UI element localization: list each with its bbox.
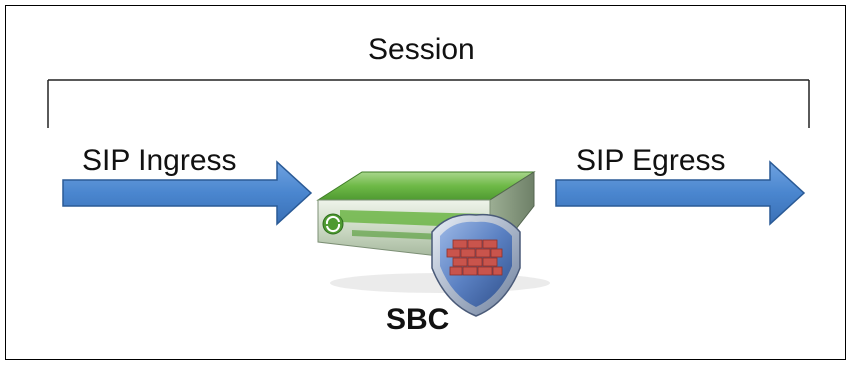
ingress-arrow <box>62 160 313 226</box>
session-bracket <box>47 79 810 128</box>
sbc-router-firewall-icon <box>316 171 550 317</box>
sbc-label: SBC <box>386 303 450 336</box>
egress-arrow <box>555 160 806 226</box>
session-label: Session <box>368 33 475 66</box>
sip-egress-label: SIP Egress <box>576 144 726 177</box>
sip-ingress-label: SIP Ingress <box>82 144 237 177</box>
